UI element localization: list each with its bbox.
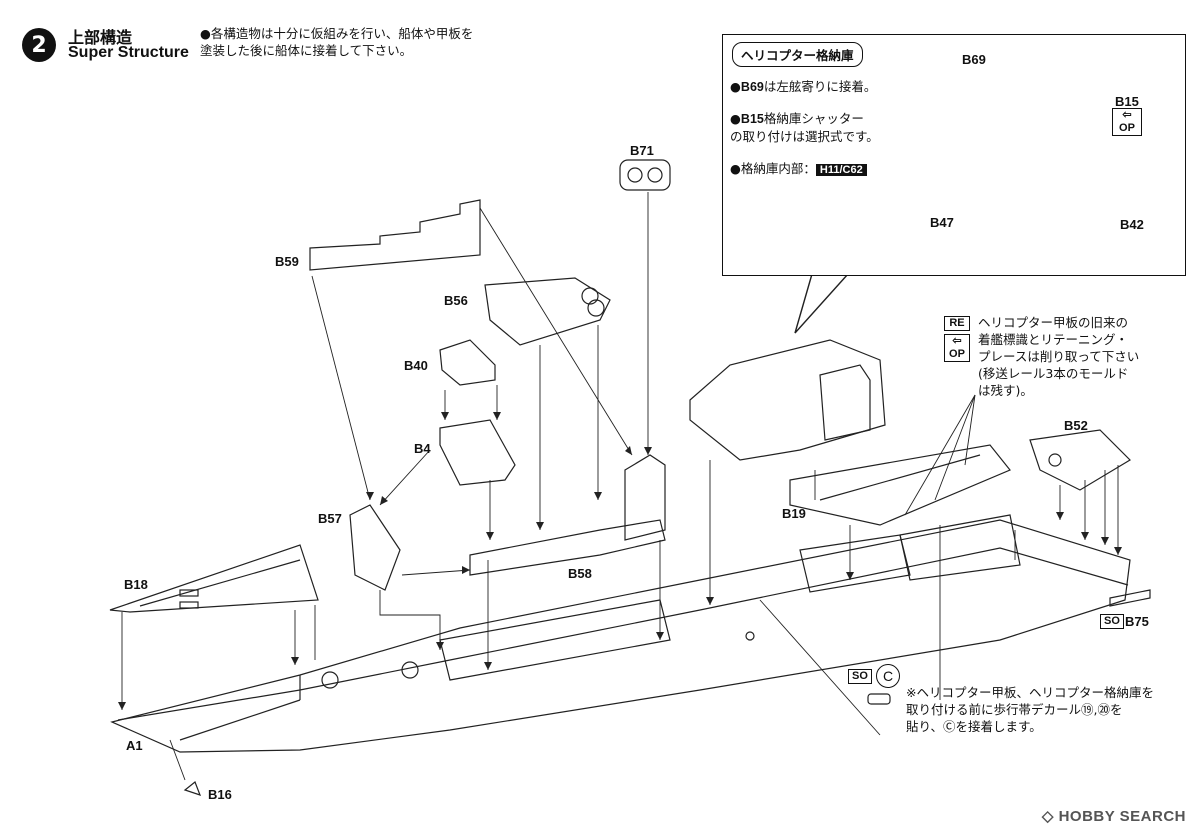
label-b47: B47 [930,215,954,230]
part-b4 [439,419,516,486]
label-b52: B52 [1064,418,1088,433]
part-b59 [309,199,481,271]
label-b59: B59 [275,254,299,269]
op-badge-inset-text: OP [1119,122,1135,134]
so-badge-b75: SO [1100,614,1124,629]
inset-note-2-label: B15 [740,112,764,126]
label-b75: B75 [1125,614,1149,629]
part-c [867,693,891,705]
inset-note-3: ●格納庫内部：H11/C62 [730,160,867,179]
label-b16: B16 [208,787,232,802]
part-b75 [1109,589,1151,607]
watermark-logo-icon: ◇ [1041,808,1059,825]
part-b71 [619,159,671,191]
op-badge-inset: ⇦OP [1112,108,1142,136]
label-b40: B40 [404,358,428,373]
hobby-search-watermark: ◇ HOBBY SEARCH [1042,807,1186,825]
decal-note: ※ヘリコプター甲板、ヘリコプター格納庫を 取り付ける前に歩行帯デカール⑲,⑳を … [906,685,1154,734]
label-a1: A1 [126,738,143,753]
part-b58 [469,519,666,576]
re-badge: RE [944,316,970,331]
inset-note-2-text: 格納庫シャッター の取り付けは選択式です。 [730,111,879,144]
hull-a1 [110,519,1131,753]
inset-title: ヘリコプター格納庫 [732,42,863,67]
arrow-icon: ⇦ [1122,109,1132,121]
label-b58: B58 [568,566,592,581]
hangar-inset-box [722,34,1186,276]
part-b19 [789,444,1011,526]
step-title-en: Super Structure [68,44,189,61]
inset-note-1-label: B69 [740,80,764,94]
inset-note-1: ●B69は左舷寄りに接着。 [730,79,877,94]
label-b15: B15 [1115,94,1139,109]
label-b42: B42 [1120,217,1144,232]
op-badge-heli-text: OP [949,348,965,360]
step-title-jp: 上部構造 [68,28,133,47]
label-b56: B56 [444,293,468,308]
hangar-assembly [689,339,886,461]
part-b56 [484,277,611,346]
label-b18: B18 [124,577,148,592]
arrow-icon: ⇦ [952,335,962,347]
inset-note-3-text: ●格納庫内部： [730,161,816,176]
inset-note-1-text: は左舷寄りに接着。 [763,79,877,94]
part-b40 [439,339,496,386]
watermark-text: HOBBY SEARCH [1058,808,1186,825]
label-b57: B57 [318,511,342,526]
label-b19: B19 [782,506,806,521]
so-badge-c: SO [848,669,872,684]
part-b52 [1029,429,1131,491]
part-b18 [109,544,319,613]
heli-deck-note: ヘリコプター甲板の旧来の 着艦標識とリテーニング・ プレースは削り取って下さい … [978,315,1140,398]
part-b57 [349,504,401,591]
label-b4: B4 [414,441,431,456]
part-c-marker: C [876,664,900,688]
inset-note-2: ●B15格納庫シャッター の取り付けは選択式です。 [730,111,879,144]
step-number-badge: 2 [22,28,56,62]
op-badge-heli: ⇦OP [944,334,970,362]
inset-note-3-tag: H11/C62 [815,164,867,176]
label-b71: B71 [630,143,654,158]
label-b69: B69 [962,52,986,67]
step-instruction: ●各構造物は十分に仮組みを行い、船体や甲板を 塗装した後に船体に接着して下さい。 [200,26,474,58]
